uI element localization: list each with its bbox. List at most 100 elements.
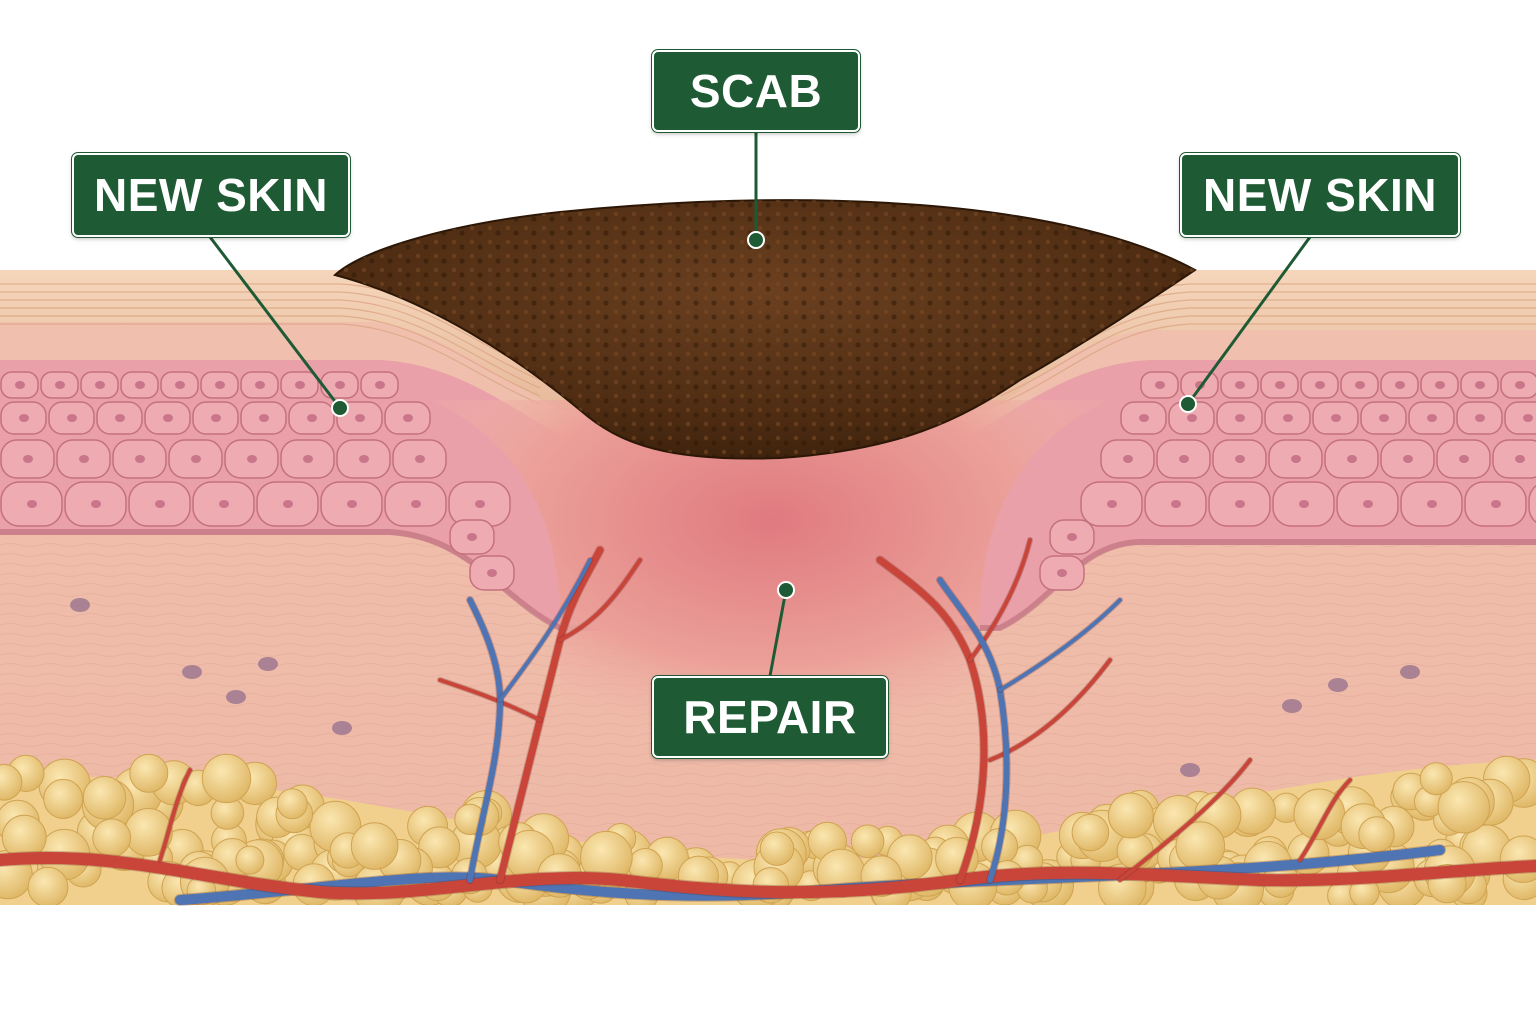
dermal-cell [1282,699,1302,713]
cell-nucleus [1515,381,1525,389]
cell-nucleus [355,414,365,422]
corneum-line [0,299,541,381]
cell-nucleus [1067,533,1077,541]
cell-nucleus [1379,414,1389,422]
vein-branch [998,598,1122,692]
cell-nucleus [415,455,425,463]
fat-cell [43,778,84,819]
cell-nucleus [1123,455,1133,463]
cell-nucleus [347,500,357,508]
repair-leader-dot [777,581,795,599]
wound-bed [430,400,1110,800]
cell-nucleus [95,381,105,389]
repair-label: REPAIR [652,676,888,758]
cell-nucleus [1395,381,1405,389]
cell-nucleus [91,500,101,508]
cell-nucleus [403,414,413,422]
cell-nucleus [359,455,369,463]
dermal-cell [258,657,278,671]
cell-nucleus [155,500,165,508]
cell-nucleus [1427,414,1437,422]
cell-nucleus [1235,455,1245,463]
artery-branch [876,556,988,884]
cell-nucleus [255,381,265,389]
scab-leader-dot [747,231,765,249]
epidermis-cell [1504,401,1536,435]
scab-label: SCAB [652,50,860,132]
fat-cell [1116,832,1154,870]
artery-branch [1298,778,1352,862]
cell-nucleus [475,500,485,508]
cell-nucleus [1291,455,1301,463]
cell-nucleus [1235,381,1245,389]
corneum-line [0,323,541,405]
dermal-cell [332,721,352,735]
cell-nucleus [411,500,421,508]
main-artery [0,852,1536,900]
dermal-cell [70,598,90,612]
cell-nucleus [1155,381,1165,389]
fat-cell [0,764,23,801]
cell-nucleus [1299,500,1309,508]
cell-nucleus [1057,569,1067,577]
cell-nucleus [1331,414,1341,422]
cell-nucleus [55,381,65,389]
dermal-cell [1328,678,1348,692]
cell-nucleus [1523,414,1533,422]
artery-branch [438,678,542,722]
vein-branch [498,558,592,702]
cell-nucleus [487,569,497,577]
leader-lines [208,132,1312,677]
fat-cell [1419,762,1453,796]
cell-nucleus [1179,455,1189,463]
cell-nucleus [135,381,145,389]
cell-nucleus [1235,500,1245,508]
fat-cell [276,788,308,820]
cell-nucleus [1235,414,1245,422]
cell-nucleus [303,455,313,463]
cell-nucleus [1475,381,1485,389]
cell-nucleus [1347,455,1357,463]
fat-cell [850,824,885,859]
vein-branch [467,597,504,883]
cell-nucleus [1363,500,1373,508]
cell-nucleus [175,381,185,389]
new-skin-left-leader-dot [331,399,349,417]
cell-nucleus [1459,455,1469,463]
corneum-line [999,323,1536,405]
fat-cell [92,818,132,858]
cell-nucleus [467,533,477,541]
fat-cell [1358,816,1395,853]
corneum-line [0,315,541,397]
fat-cell [235,845,265,875]
new-skin-right-label: NEW SKIN [1180,153,1460,237]
cell-nucleus [1355,381,1365,389]
cell-nucleus [1403,455,1413,463]
fat-cell [82,776,127,820]
cell-nucleus [375,381,385,389]
corneum-line [999,315,1536,397]
new-skin-right-leader-line [1186,236,1312,405]
scab-texture [335,200,1195,459]
new-skin-right-leader-dot [1179,395,1197,413]
cell-nucleus [191,455,201,463]
cell-nucleus [1283,414,1293,422]
dermal-cell [182,665,202,679]
cell-nucleus [19,414,29,422]
dermal-cell [1400,665,1420,679]
epidermis-cell [1528,484,1536,524]
repair-leader-line [768,589,788,677]
dermal-cell [226,690,246,704]
fat-cell [1437,781,1491,834]
cell-nucleus [1515,455,1525,463]
cell-nucleus [27,500,37,508]
fat-cell [1108,792,1154,839]
epidermis-cells [0,371,1536,777]
cell-nucleus [259,414,269,422]
new-skin-left-leader-line [208,236,342,409]
new-skin-left-label: NEW SKIN [72,153,350,237]
cell-nucleus [1315,381,1325,389]
cell-nucleus [1491,500,1501,508]
cell-nucleus [1475,414,1485,422]
